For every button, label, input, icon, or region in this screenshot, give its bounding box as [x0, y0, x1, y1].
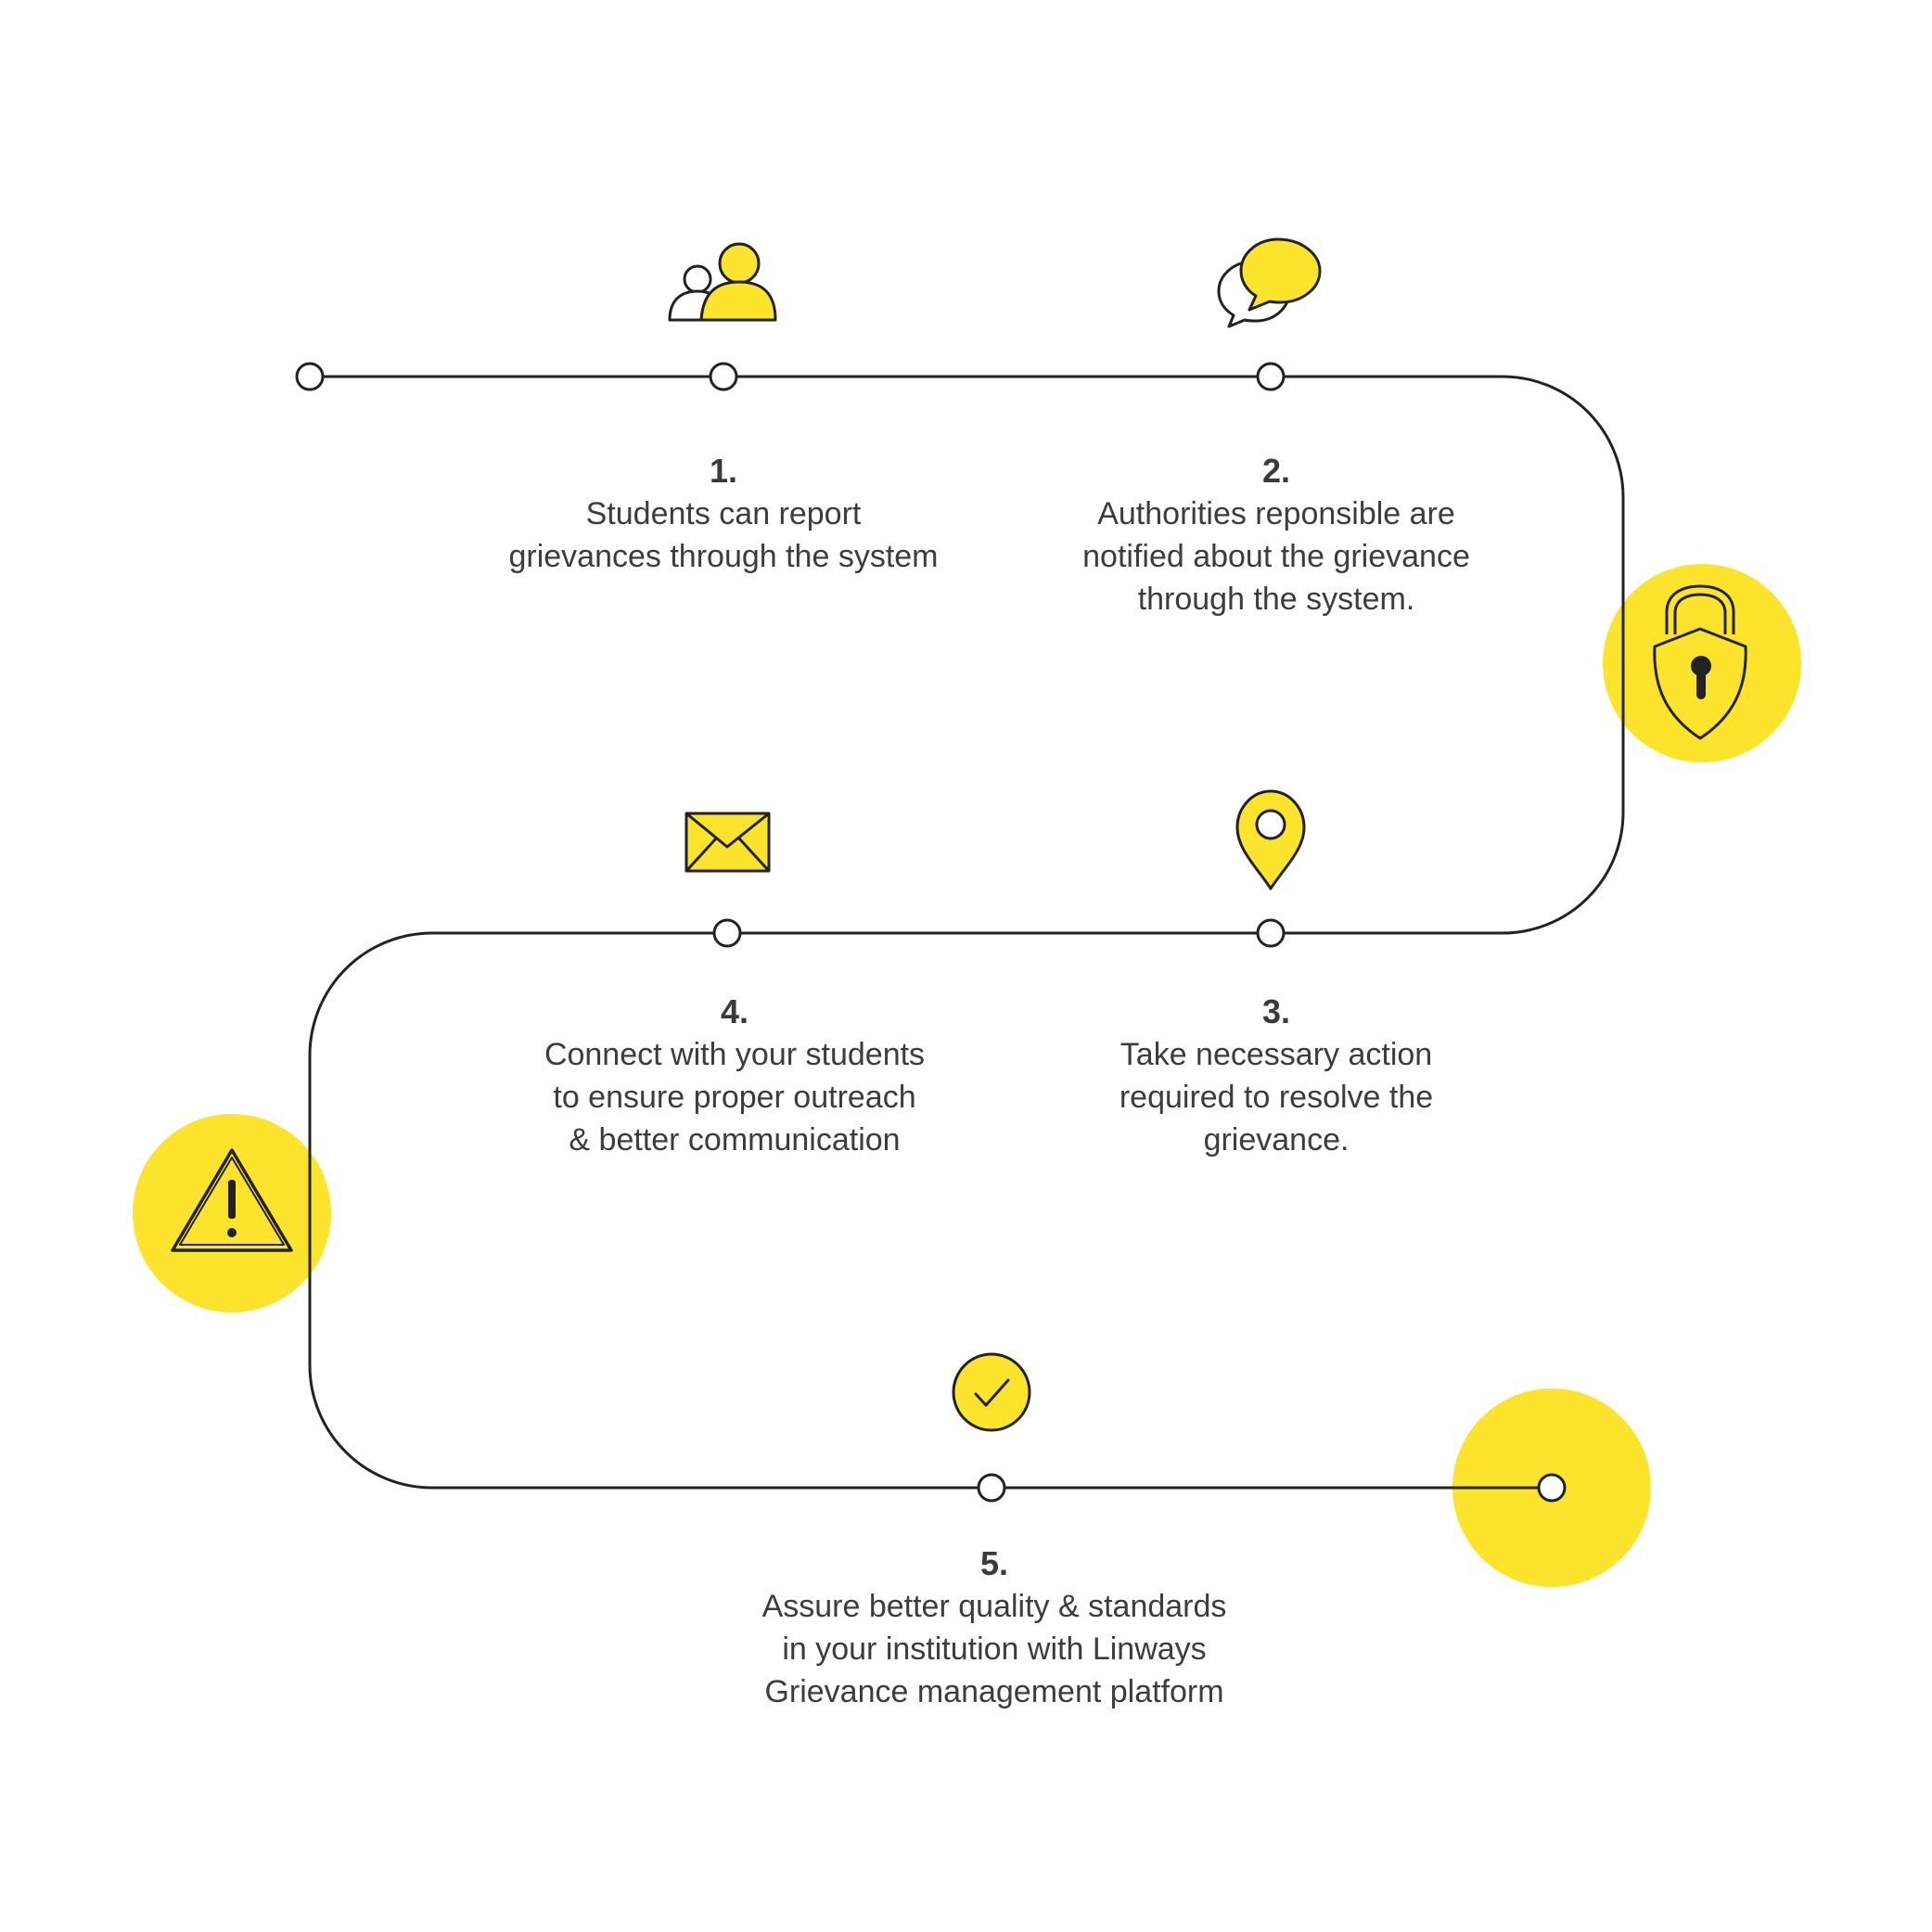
step-5-label: 5. Assure better quality & standards in … [697, 1542, 1291, 1713]
timeline-start-node [295, 362, 325, 391]
step-5-number: 5. [979, 1544, 1009, 1582]
chat-bubbles-icon [1217, 237, 1322, 328]
step-2-text: Authorities reponsible are notified abou… [1082, 496, 1470, 617]
step-5-node [977, 1473, 1006, 1503]
step-3-number: 3. [1261, 992, 1291, 1030]
step-2-node [1256, 362, 1286, 391]
step-3-node [1256, 918, 1286, 948]
step-1-number: 1. [709, 452, 738, 490]
step-4-text: Connect with your students to ensure pro… [544, 1037, 926, 1158]
step-2-label: 2. Authorities reponsible are notified a… [979, 450, 1573, 621]
step-4-label: 4. Connect with your students to ensure … [438, 991, 1031, 1161]
step-5-text: Assure better quality & standards in you… [761, 1589, 1227, 1709]
step-2-number: 2. [1261, 452, 1291, 490]
step-4-number: 4. [720, 992, 749, 1030]
step-4-node [712, 918, 742, 948]
step-3-label: 3. Take necessary action required to res… [979, 991, 1573, 1161]
users-icon [668, 242, 777, 322]
padlock-shield-icon [1653, 584, 1747, 740]
step-1-text: Students can report grievances through t… [508, 496, 939, 574]
timeline-path [308, 375, 1625, 1490]
checkmark-circle-icon [952, 1352, 1031, 1432]
warning-triangle-icon [171, 1148, 293, 1252]
step-1-node [709, 362, 738, 391]
step-1-label: 1. Students can report grievances throug… [427, 450, 1020, 578]
location-pin-icon [1235, 789, 1306, 890]
envelope-icon [685, 812, 771, 873]
step-3-text: Take necessary action required to resolv… [1119, 1037, 1434, 1158]
timeline-end-node [1537, 1473, 1567, 1503]
